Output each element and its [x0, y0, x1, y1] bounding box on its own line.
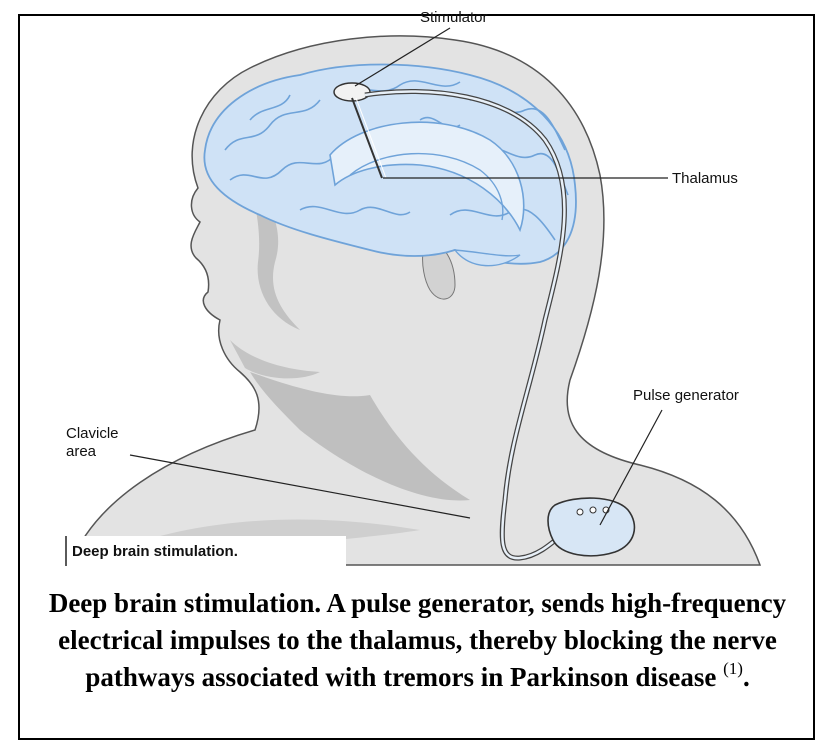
inset-title: Deep brain stimulation. — [72, 543, 238, 560]
label-thalamus: Thalamus — [672, 170, 738, 187]
caption-reference: (1) — [723, 659, 743, 678]
caption-end: . — [743, 662, 750, 692]
label-clavicle-line2: area — [66, 443, 97, 460]
figure-caption: Deep brain stimulation. A pulse generato… — [40, 585, 795, 696]
pulse-generator-device — [548, 498, 634, 556]
label-stimulator: Stimulator — [420, 9, 488, 26]
label-pulse-generator: Pulse generator — [633, 387, 739, 404]
label-clavicle-line1: Clavicle — [66, 425, 119, 442]
caption-text: Deep brain stimulation. A pulse generato… — [49, 588, 786, 692]
